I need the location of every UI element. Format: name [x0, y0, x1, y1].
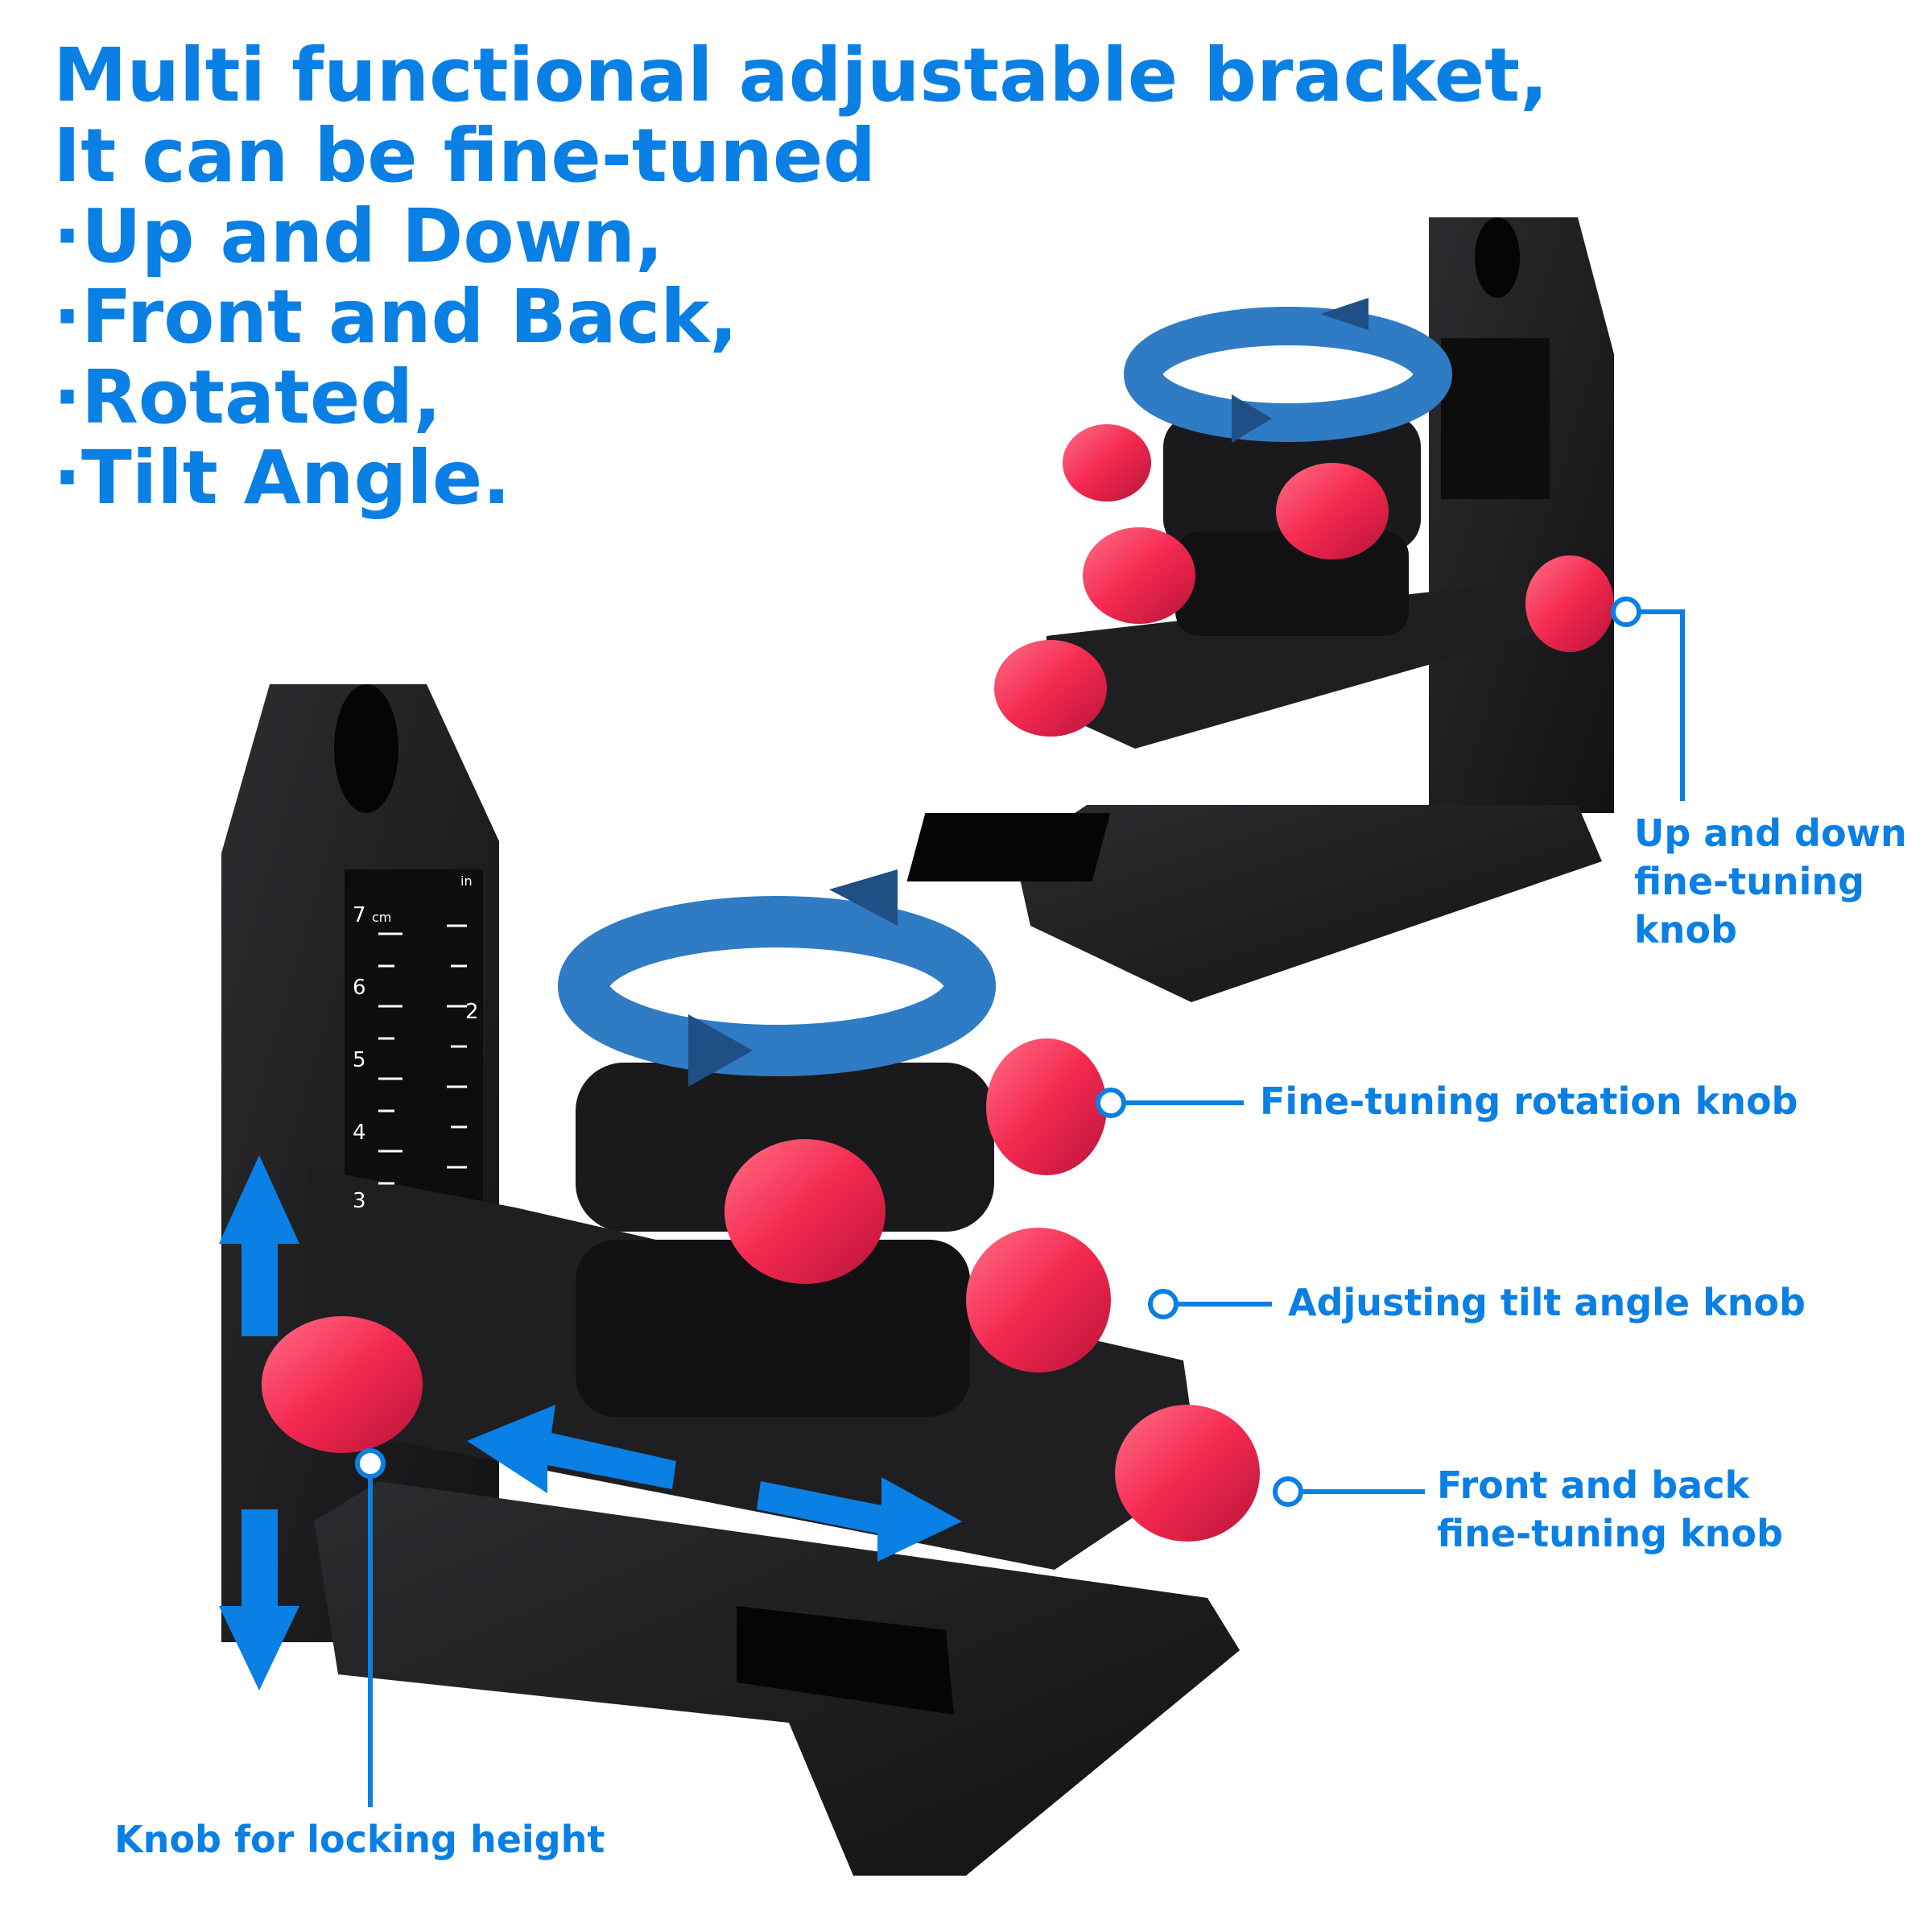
small-knob-rear — [1063, 424, 1151, 502]
ruler-mark-in-2: 2 — [465, 1000, 479, 1024]
small-bracket-slot — [1475, 217, 1520, 298]
ruler-unit-in: in — [460, 873, 473, 889]
headline-line-6: ·Tilt Angle. — [53, 435, 511, 521]
ruler-unit-cm: cm — [372, 910, 391, 925]
large-bracket-slot — [334, 684, 398, 813]
small-bracket-base — [1014, 805, 1602, 1002]
tilt-leader-dot — [1148, 1289, 1179, 1319]
large-ruler-marks: 7 6 5 4 3 cm in 2 — [353, 873, 479, 1213]
lock-height-leader-dot — [355, 1448, 386, 1479]
large-arrow-head-2 — [688, 1014, 753, 1087]
ruler-mark-7: 7 — [353, 903, 366, 927]
large-arrow-head-1 — [829, 869, 898, 926]
small-height-knob — [1525, 555, 1614, 652]
up-down-leader-dot — [1611, 597, 1641, 627]
small-rotation-knob — [1276, 463, 1389, 559]
headline-line-1: Multi functional adjustable bracket, — [53, 32, 1549, 118]
ruler-mark-4: 4 — [353, 1121, 366, 1145]
callout-front-back-line-2: fine-tuning knob — [1437, 1512, 1783, 1555]
ruler-mark-5: 5 — [353, 1048, 366, 1072]
small-bracket-vertical-plate — [1429, 217, 1614, 813]
callout-front-back-line-1: Front and back — [1437, 1463, 1750, 1507]
callout-tilt: Adjusting tilt angle knob — [1288, 1281, 1806, 1324]
headline: Multi functional adjustable bracket, It … — [53, 35, 1548, 518]
right-arrow-icon — [757, 1477, 962, 1562]
small-arrow-head-2 — [1232, 394, 1272, 443]
left-arrow-icon — [467, 1405, 676, 1493]
large-front-knob — [724, 1139, 886, 1284]
up-arrow-icon — [219, 1155, 299, 1336]
callout-up-down-line-2: fine-tuning — [1634, 860, 1865, 903]
front-back-leader-dot — [1273, 1476, 1303, 1507]
small-ruler — [1441, 338, 1550, 499]
headline-line-4: ·Front and Back, — [53, 274, 738, 360]
headline-line-2: It can be fine-tuned — [53, 113, 877, 199]
small-bracket — [906, 217, 1614, 1002]
ruler-mark-6: 6 — [353, 976, 366, 1000]
headline-line-5: ·Rotated, — [53, 354, 442, 440]
small-front-back-knob — [994, 640, 1107, 737]
up-down-leader-line — [1626, 609, 1685, 801]
small-base-slot — [906, 813, 1111, 881]
callout-up-down: Up and down fine-tuning knob — [1634, 809, 1907, 954]
large-rotation-arrow — [558, 896, 996, 1076]
small-rotation-arrow — [1124, 307, 1452, 442]
headline-line-3: ·Up and Down, — [53, 193, 664, 279]
callout-front-back: Front and back fine-tuning knob — [1437, 1461, 1783, 1558]
small-bracket-arm — [1046, 580, 1558, 749]
callout-leaders — [355, 597, 1685, 1807]
ruler-mark-3: 3 — [353, 1189, 366, 1213]
small-turret-body — [1175, 531, 1409, 636]
large-rotation-knob — [986, 1038, 1107, 1175]
callout-rotation: Fine-tuning rotation knob — [1260, 1080, 1798, 1123]
callout-up-down-line-1: Up and down — [1634, 811, 1907, 855]
large-tilt-knob — [966, 1228, 1111, 1373]
callout-up-down-line-3: knob — [1634, 908, 1737, 952]
callout-lock-height: Knob for locking height — [114, 1818, 605, 1861]
small-arrow-head-1 — [1320, 298, 1368, 330]
large-front-back-knob — [1115, 1405, 1260, 1542]
down-arrow-icon — [219, 1509, 299, 1690]
large-turret-body — [576, 1240, 970, 1417]
large-height-knob — [262, 1316, 423, 1453]
rotation-leader-dot — [1096, 1088, 1126, 1118]
small-tilt-knob — [1083, 527, 1195, 624]
large-base-slot — [737, 1606, 954, 1715]
